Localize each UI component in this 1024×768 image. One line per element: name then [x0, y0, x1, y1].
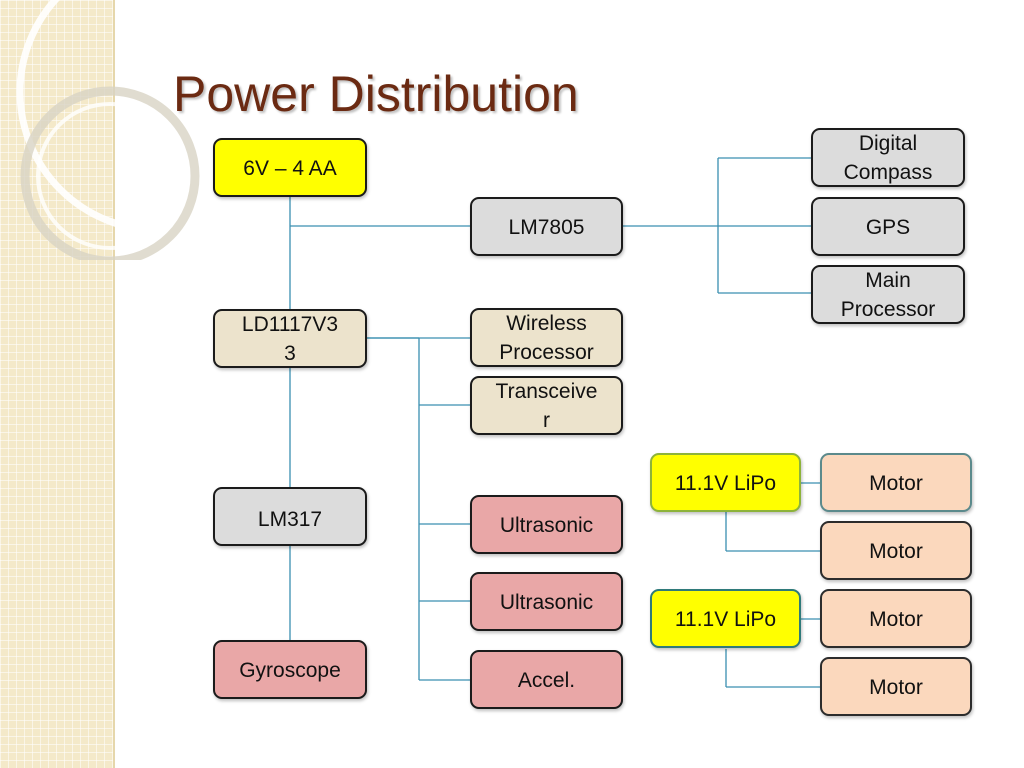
- regulator-lm317: LM317: [213, 487, 367, 546]
- motor-1-label: Motor: [869, 472, 923, 495]
- lipo-1-label: 11.1V LiPo: [674, 472, 777, 495]
- main-processor-box: Main Processor: [811, 265, 965, 324]
- motor-box-3: Motor: [820, 589, 972, 648]
- main-processor-label: Main Processor: [840, 268, 936, 321]
- motor-4-label: Motor: [869, 676, 923, 699]
- digital-compass-label: Digital Compass: [843, 131, 933, 184]
- regulator-lm7805: LM7805: [470, 197, 623, 256]
- motor-box-1: Motor: [820, 453, 972, 512]
- transceiver-label: Transceive r: [495, 379, 598, 432]
- ultrasonic-box-2: Ultrasonic: [470, 572, 623, 631]
- digital-compass-box: Digital Compass: [811, 128, 965, 187]
- motor-3-label: Motor: [869, 608, 923, 631]
- decorative-circles: [16, 0, 200, 260]
- gps-box: GPS: [811, 197, 965, 256]
- motor-box-4: Motor: [820, 657, 972, 716]
- ld1117-label: LD1117V3 3: [241, 312, 339, 365]
- accel-box: Accel.: [470, 650, 623, 709]
- lm317-label: LM317: [257, 508, 323, 531]
- lm7805-label: LM7805: [508, 216, 585, 239]
- gps-label: GPS: [865, 216, 911, 239]
- battery-6v-label: 6V – 4 AA: [243, 157, 337, 180]
- band-edge-divider: [113, 0, 115, 768]
- ultrasonic-1-label: Ultrasonic: [499, 514, 594, 537]
- regulator-ld1117v33: LD1117V3 3: [213, 309, 367, 368]
- slide-title: Power Distribution: [173, 66, 579, 122]
- ultrasonic-2-label: Ultrasonic: [499, 591, 594, 614]
- gyroscope-label: Gyroscope: [239, 659, 341, 682]
- motor-box-2: Motor: [820, 521, 972, 580]
- ultrasonic-box-1: Ultrasonic: [470, 495, 623, 554]
- accel-label: Accel.: [517, 669, 576, 692]
- wireless-processor-box: Wireless Processor: [470, 308, 623, 367]
- wireless-processor-label: Wireless Processor: [499, 311, 594, 364]
- transceiver-box: Transceive r: [470, 376, 623, 435]
- lipo-2-label: 11.1V LiPo: [674, 608, 777, 631]
- battery-6v-4aa: 6V – 4 AA: [213, 138, 367, 197]
- gyroscope-box: Gyroscope: [213, 640, 367, 699]
- motor-2-label: Motor: [869, 540, 923, 563]
- lipo-battery-1: 11.1V LiPo: [650, 453, 801, 512]
- lipo-battery-2: 11.1V LiPo: [650, 589, 801, 648]
